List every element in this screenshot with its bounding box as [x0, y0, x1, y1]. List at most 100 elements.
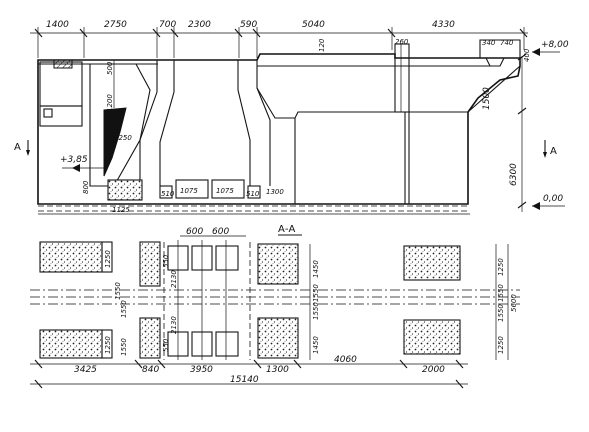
plan-bottom-tick-5: [293, 359, 302, 369]
plan-dim-1550-a: 1550: [114, 282, 122, 300]
main-room-ceiling: [256, 87, 468, 119]
plan-foundation-bottom-right: [403, 319, 461, 355]
hopper-frame: [89, 63, 151, 187]
dim-5040: 5040: [302, 20, 325, 30]
dim-340: 340: [482, 39, 496, 47]
cut-mark-left-label: А: [14, 142, 21, 153]
plan-view: 600 600 1250 1250 1550: [30, 227, 520, 389]
dim-1300: 1300: [266, 188, 284, 196]
plan-dim-1300: 1300: [266, 365, 289, 375]
plan-foundation-top-left: [39, 241, 103, 273]
dim-1500: 1500: [482, 87, 492, 110]
cut-mark-right: А: [543, 140, 557, 158]
plan-total: 15140: [230, 375, 259, 385]
plan-dim-5600: 5600: [510, 294, 518, 312]
plan-total-tick-left: [34, 379, 43, 389]
dim-2750: 2750: [104, 20, 127, 30]
plan-bottom-tick-6: [399, 359, 408, 369]
right-tick-mid: [517, 107, 527, 115]
elevation-mid: +3,85: [60, 155, 104, 172]
dim-400: 400: [523, 48, 531, 62]
dim-510b: 510: [246, 190, 260, 198]
base-1075a: [175, 179, 209, 199]
plan-foundation-top-middle: [139, 241, 161, 287]
vertical-shaft: [394, 43, 410, 113]
left-lower-box: [39, 105, 83, 127]
plan-dim-1250-left-bottom: 1250: [104, 336, 112, 354]
plan-dim-1550-g: 1550: [497, 304, 505, 322]
plan-strip-bottom-left: [101, 329, 113, 359]
plan-dim-2000: 2000: [422, 365, 445, 375]
section-view: 1400 2750 700 2300 590 5040 4330: [14, 20, 569, 236]
base-510a: [159, 185, 173, 199]
right-slope-roof: [467, 65, 521, 113]
plan-dim-1550-c: 1550: [120, 338, 128, 356]
plan-foundation-bottom-middle: [139, 317, 161, 359]
plan-dim-1550-d: 1550: [312, 284, 320, 302]
section-title: А-А: [278, 224, 295, 235]
foundation-left: [107, 179, 143, 201]
plan-dim-2130-top: 2130: [170, 270, 178, 288]
hopper-hatched: [103, 107, 127, 177]
dim-740: 740: [500, 39, 514, 47]
dim-4330: 4330: [432, 20, 455, 30]
cut-mark-right-label: А: [550, 146, 557, 157]
plan-dim-1250-left-top: 1250: [104, 250, 112, 268]
plan-bottom-tick-1: [34, 359, 43, 369]
dim-800: 800: [82, 180, 90, 194]
plan-dim-3425: 3425: [74, 365, 97, 375]
base-510b: [247, 185, 261, 199]
elevation-top: +8,00: [532, 40, 569, 56]
plan-dim-600b: 600: [212, 227, 229, 237]
dim-2300: 2300: [188, 20, 211, 30]
dim-6300: 6300: [509, 163, 519, 186]
right-slope-wall: [256, 60, 271, 186]
right-tick-top: [517, 53, 527, 61]
plan-dim-1550-e: 1550: [312, 302, 320, 320]
elevation-mid-label: +3,85: [60, 155, 88, 165]
plan-dim-1450-a: 1450: [312, 260, 320, 278]
dim-260: 260: [395, 38, 409, 46]
base-1075b: [211, 179, 245, 199]
right-tick-bottom: [517, 201, 527, 209]
cut-mark-left: А: [14, 140, 30, 156]
plan-dim-1550-f: 1550: [497, 284, 505, 302]
plan-dim-550-top: 550: [162, 254, 170, 268]
dim-1400: 1400: [46, 20, 69, 30]
hatched-box: [53, 59, 73, 69]
plan-strip-top-left: [101, 241, 113, 273]
dim-1125: 1125: [112, 206, 130, 214]
plan-dim-2130-bottom: 2130: [170, 316, 178, 334]
mid-slope-wall-left: [159, 91, 175, 186]
plan-total-tick-right: [455, 379, 464, 389]
parapet-notch: [485, 57, 505, 67]
mid-slope-wall-right: [237, 60, 251, 186]
plan-bottom-tick-2: [134, 359, 143, 369]
plan-dim-600a: 600: [186, 227, 203, 237]
plan-dim-1450-b: 1450: [312, 336, 320, 354]
plan-foundation-bottom-left: [39, 329, 103, 359]
plan-pier-6: [215, 331, 239, 357]
plan-foundation-top-right: [403, 245, 461, 281]
plan-pier-3: [215, 245, 239, 271]
dim-510a: 510: [161, 190, 175, 198]
plan-bottom-tick-4: [253, 359, 262, 369]
plan-foundation-bottom-center: [257, 317, 299, 359]
left-equipment: [39, 61, 83, 107]
plan-dim-840: 840: [142, 365, 159, 375]
dim-1250: 1250: [114, 134, 132, 142]
dim-1200: 1200: [106, 94, 114, 112]
dim-1075b: 1075: [216, 187, 234, 195]
top-dimension-ticks: [34, 28, 528, 38]
dim-1075a: 1075: [180, 187, 198, 195]
plan-foundation-top-center: [257, 243, 299, 285]
left-slope-wall: [139, 91, 158, 186]
left-small-box: [43, 108, 53, 118]
plan-bottom-tick-7: [455, 359, 464, 369]
dim-120: 120: [318, 38, 326, 52]
plan-dim-1250-right-top: 1250: [497, 258, 505, 276]
dim-700: 700: [159, 20, 176, 30]
plan-dim-550-bottom: 550: [162, 338, 170, 352]
plan-dim-1250-right-bottom: 1250: [497, 336, 505, 354]
